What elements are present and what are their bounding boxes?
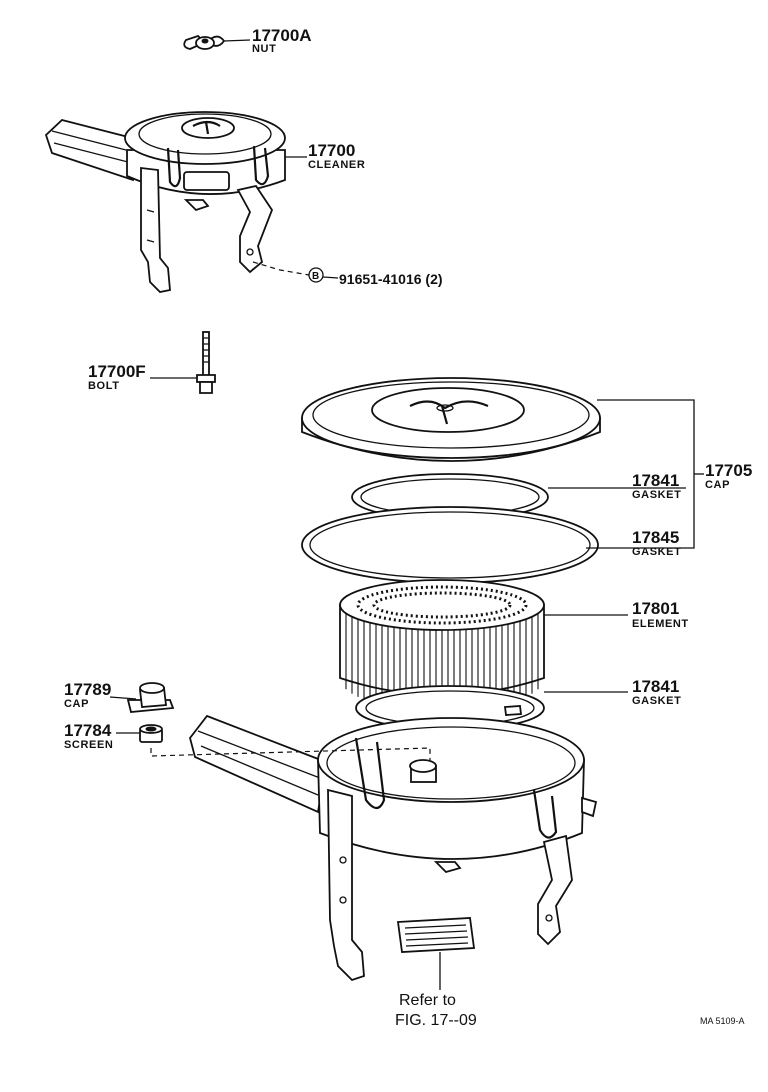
bolt-b-part-text: 91651-41016 (2) <box>339 271 443 287</box>
bolt-b-symbol-circle <box>308 267 324 283</box>
screen-part-number: 17784 <box>64 721 112 740</box>
gasket-bottom-part-name: GASKET <box>632 695 681 707</box>
small-cap-illustration <box>126 682 175 713</box>
screen-illustration <box>139 724 163 743</box>
cleaner-part-number: 17700 <box>308 141 355 160</box>
bolt-part-name: BOLT <box>88 380 120 392</box>
cap-assy-part-number: 17705 <box>705 461 752 480</box>
cleaner-case-illustration <box>189 714 598 982</box>
gasket-top-part-name: GASKET <box>632 489 681 501</box>
bolt-part-number: 17700F <box>88 362 146 381</box>
cleaner-cap-illustration <box>301 377 601 462</box>
cleaner-assembly-illustration <box>44 111 286 293</box>
filter-element-illustration <box>339 579 545 712</box>
gasket-bottom-part-number: 17841 <box>632 677 679 696</box>
cleaner-part-name: CLEANER <box>308 159 365 171</box>
drawing-code: MA 5109-A <box>700 1016 745 1026</box>
screen-part-name: SCREEN <box>64 739 113 751</box>
element-part-name: ELEMENT <box>632 618 689 630</box>
small-cap-part-number: 17789 <box>64 680 111 699</box>
reference-line-2: FIG. 17--09 <box>395 1012 477 1029</box>
gasket-top-part-number: 17841 <box>632 471 679 490</box>
nut-part-number: 17700A <box>252 26 312 45</box>
gasket-mid-part-number: 17845 <box>632 528 679 547</box>
gasket-mid-part-name: GASKET <box>632 546 681 558</box>
cap-assy-part-name: CAP <box>705 479 730 491</box>
wing-nut-illustration <box>183 34 251 50</box>
element-part-number: 17801 <box>632 599 679 618</box>
long-bolt-illustration <box>196 331 216 394</box>
bolt-b-symbol: B <box>312 271 319 282</box>
bottom-gasket-illustration <box>355 685 545 731</box>
small-cap-part-name: CAP <box>64 698 89 710</box>
middle-gasket-illustration <box>301 506 599 584</box>
nut-part-name: NUT <box>252 43 276 55</box>
reference-line-1: Refer to <box>399 992 456 1009</box>
caution-label-plate <box>396 917 476 953</box>
